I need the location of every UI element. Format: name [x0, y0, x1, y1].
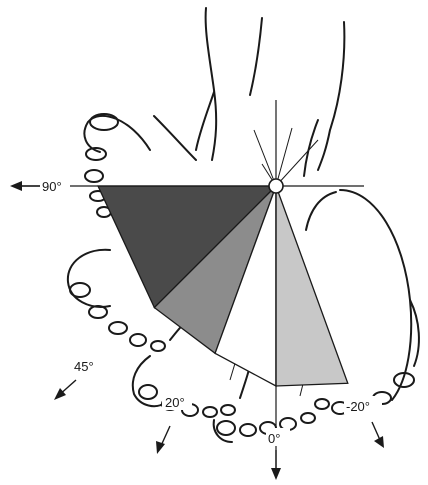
- label-20: 20°: [165, 395, 185, 410]
- arrow-neg20-icon: [372, 422, 384, 448]
- sector-0-to-neg20: [276, 186, 348, 386]
- arrow-0-icon: [271, 450, 281, 480]
- label-90: 90°: [42, 179, 62, 194]
- label-neg20: -20°: [346, 399, 370, 414]
- arrow-45-icon: [54, 380, 76, 400]
- pivot-circle-icon: [269, 179, 283, 193]
- arrow-90-icon: [10, 181, 40, 191]
- label-45: 45°: [74, 359, 94, 374]
- tick-up-1: [254, 130, 276, 186]
- label-0: 0°: [268, 431, 280, 446]
- arrow-20-icon: [156, 426, 170, 454]
